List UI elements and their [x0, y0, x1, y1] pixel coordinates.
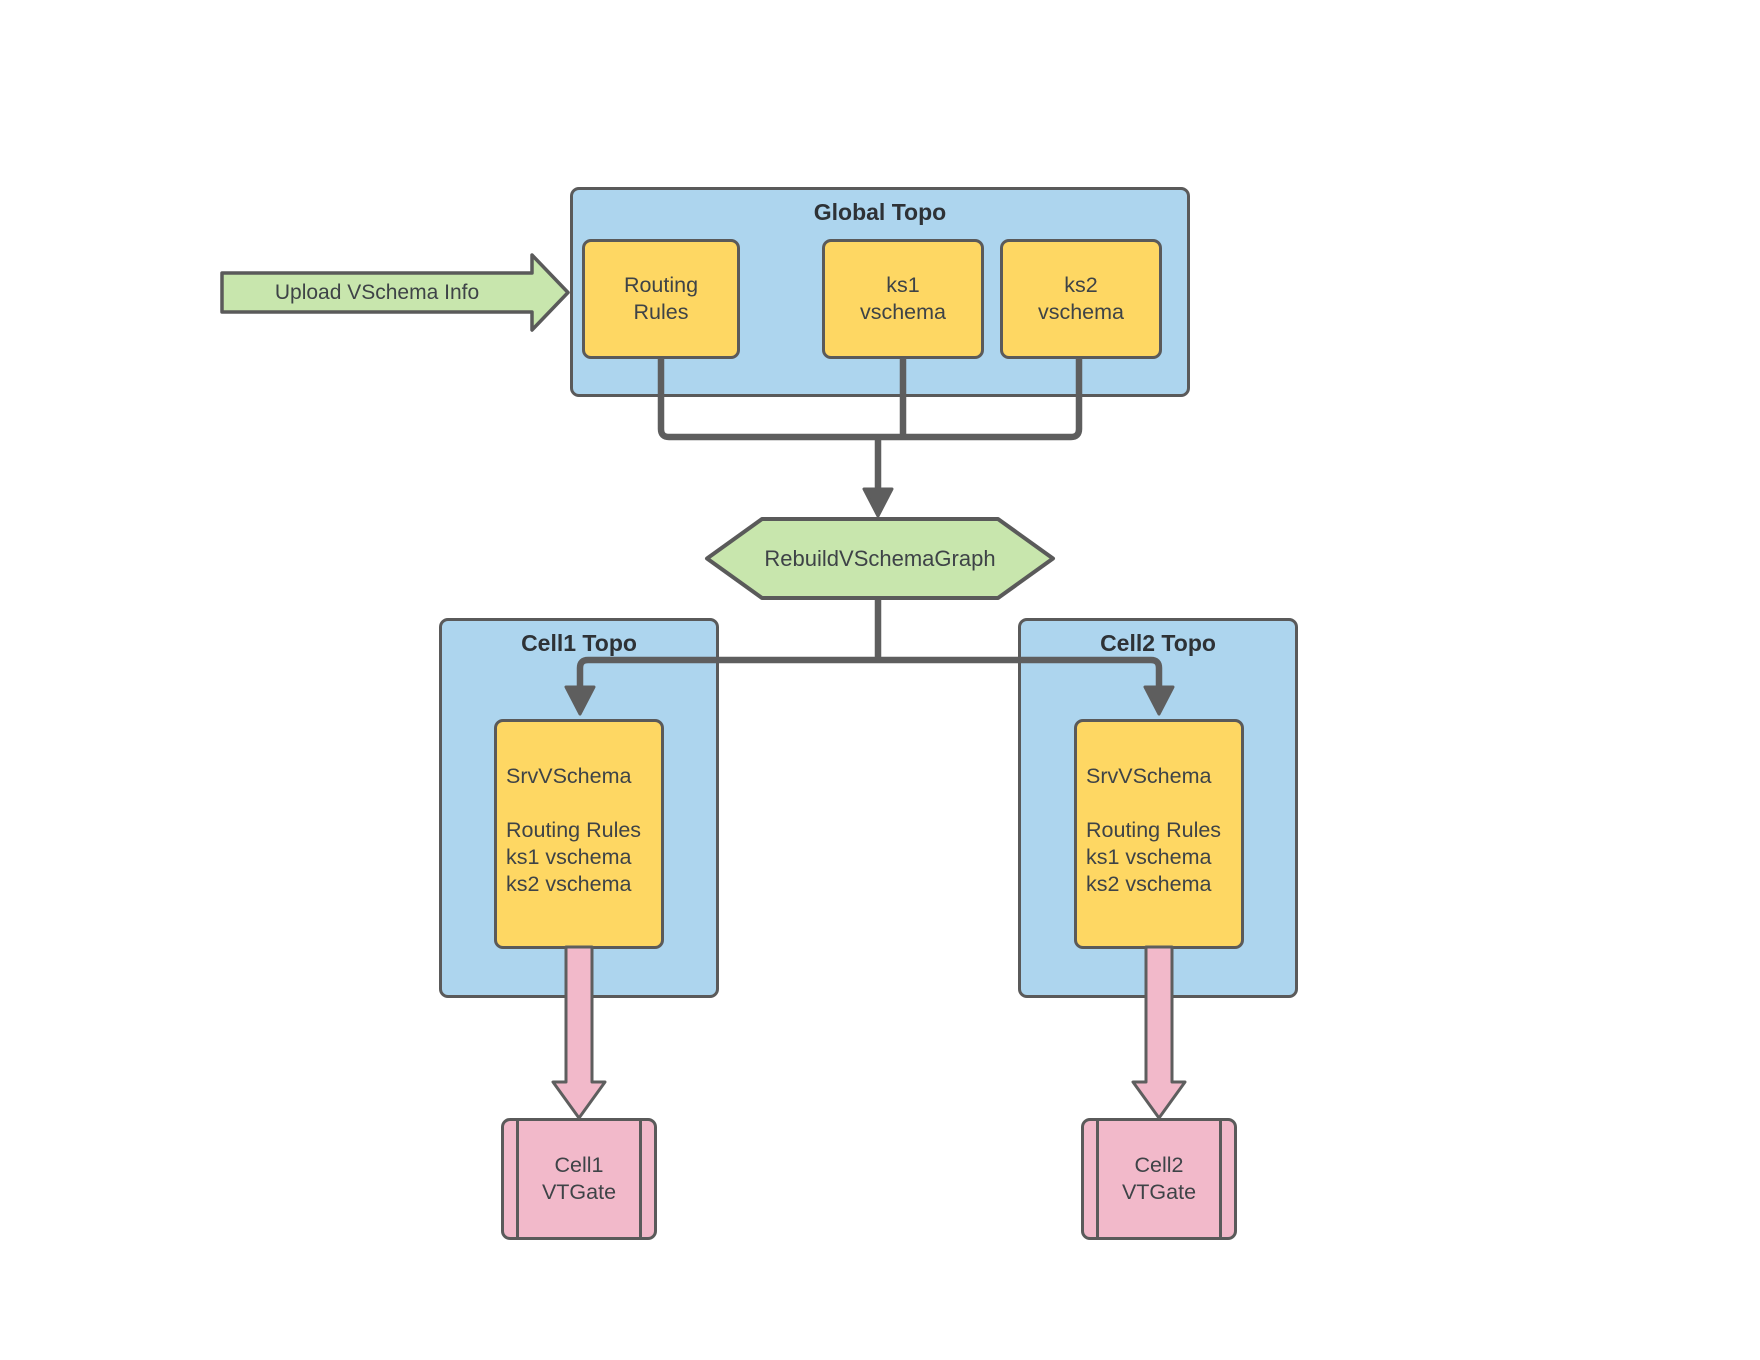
cell1-topo-title: Cell1 Topo — [521, 630, 637, 656]
arrowhead-to-rebuild — [862, 487, 894, 518]
cell2-srvvschema-node: SrvVSchema Routing Rules ks1 vschema ks2… — [1074, 719, 1244, 949]
ks1-vschema-node: ks1 vschema — [822, 239, 984, 359]
vtgate-inner-line — [1219, 1121, 1222, 1237]
rebuild-hexagon-label: RebuildVSchemaGraph — [764, 545, 996, 571]
ks1-vschema-label: ks1 vschema — [859, 273, 947, 324]
vtgate-inner-line — [639, 1121, 642, 1237]
ks2-vschema-node: ks2 vschema — [1000, 239, 1162, 359]
cell1-srvvschema-label: SrvVSchema Routing Rules ks1 vschema ks2… — [506, 764, 642, 896]
ks2-vschema-label: ks2 vschema — [1037, 273, 1125, 324]
vtgate-inner-line — [1096, 1121, 1099, 1237]
routing-rules-node: Routing Rules — [582, 239, 740, 359]
cell1-vtgate-node: Cell1 VTGate — [501, 1118, 657, 1240]
cell1-srvvschema-node: SrvVSchema Routing Rules ks1 vschema ks2… — [494, 719, 664, 949]
cell2-srvvschema-label: SrvVSchema Routing Rules ks1 vschema ks2… — [1086, 764, 1222, 896]
global-topo-title: Global Topo — [813, 199, 947, 225]
upload-arrow-label: Upload VSchema Info — [274, 280, 480, 304]
vtgate-inner-line — [516, 1121, 519, 1237]
cell1-vtgate-label: Cell1 VTGate — [541, 1153, 617, 1204]
routing-rules-label: Routing Rules — [623, 273, 699, 324]
cell2-topo-title: Cell2 Topo — [1100, 630, 1216, 656]
cell2-vtgate-node: Cell2 VTGate — [1081, 1118, 1237, 1240]
cell2-vtgate-label: Cell2 VTGate — [1121, 1153, 1197, 1204]
